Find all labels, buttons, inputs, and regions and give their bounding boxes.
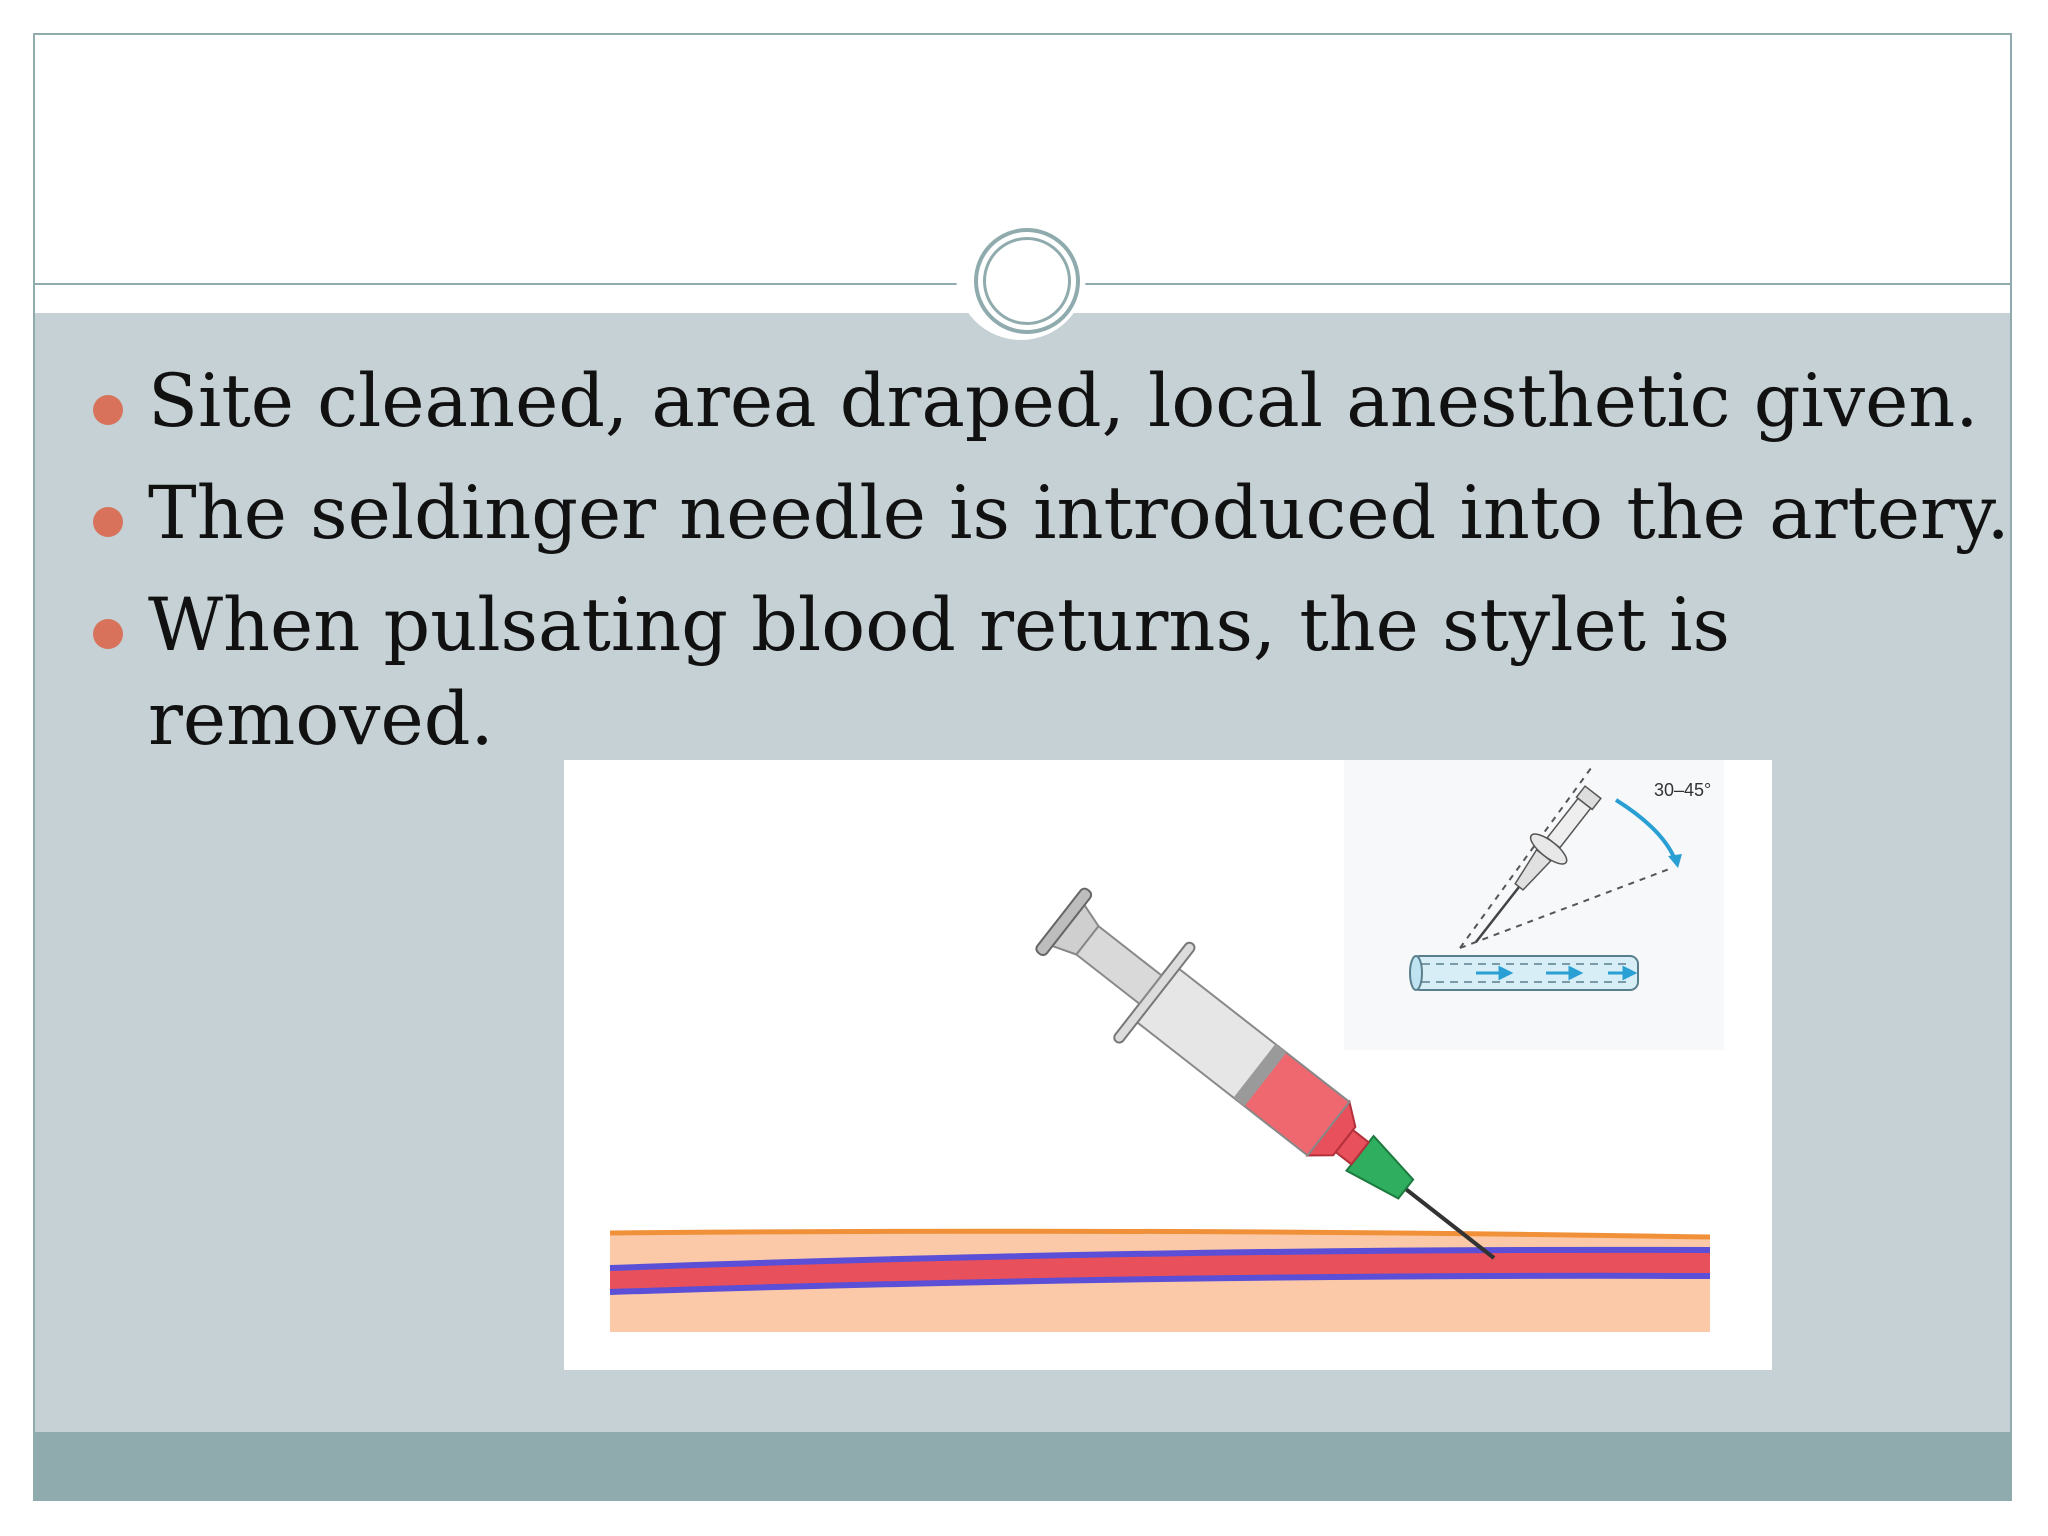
arterial-puncture-svg: 30–45° (564, 760, 1772, 1370)
bullet-dot-icon (93, 507, 123, 537)
inset-panel (1344, 760, 1724, 1050)
angle-label: 30–45° (1654, 780, 1711, 800)
bullet-dot-icon (93, 619, 123, 649)
bullet-text: When pulsating blood returns, the stylet… (148, 583, 1731, 668)
bullet-text: The seldinger needle is introduced into … (148, 471, 2010, 556)
syringe-icon (1035, 887, 1496, 1260)
skin-surface-line (609, 1228, 1711, 1240)
bullet-text: Site cleaned, area draped, local anesthe… (148, 359, 1979, 444)
inset-angle-guide (1459, 763, 1682, 949)
arterial-puncture-illustration: 30–45° (564, 760, 1772, 1370)
circle-ornament-inner-ring (983, 237, 1071, 325)
inset-vessel (1409, 955, 1639, 991)
footer-band (35, 1432, 2010, 1499)
artery-wall-bottom (609, 1272, 1711, 1295)
inset-catheter-icon (1475, 785, 1602, 943)
bullet-text-continuation: removed. (148, 677, 494, 762)
bullet-dot-icon (93, 395, 123, 425)
artery-wall-top (609, 1246, 1711, 1271)
